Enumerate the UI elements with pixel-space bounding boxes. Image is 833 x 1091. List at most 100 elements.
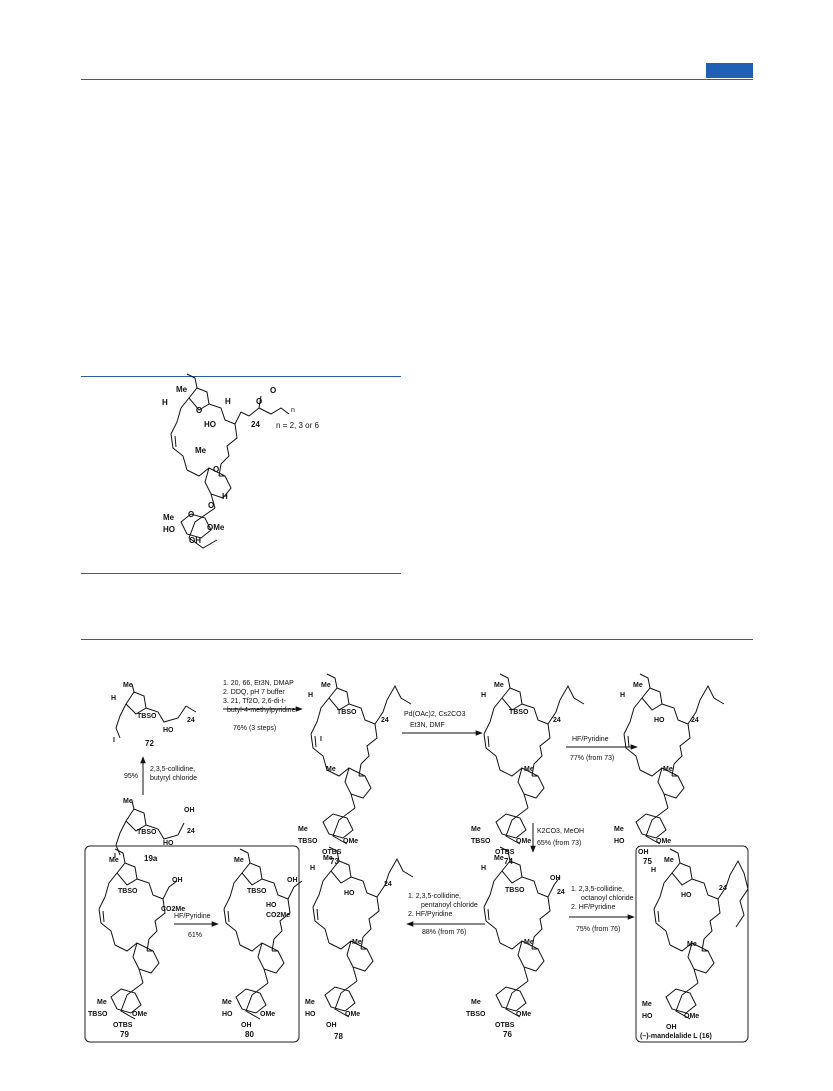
s78-ho2: HO — [305, 1011, 316, 1018]
fa-ho: HO — [204, 420, 216, 429]
s76-ome: OMe — [516, 1011, 531, 1018]
s16-c24: 24 — [719, 885, 727, 892]
s79-otbs: OTBS — [113, 1022, 133, 1029]
s76-me: Me — [494, 855, 504, 862]
s16-oh: OH — [666, 1024, 677, 1031]
a4-line1: 2,3,5-collidine, — [150, 766, 195, 773]
a6-line2: pentanoyl chloride — [421, 902, 478, 909]
s73-c24: 24 — [381, 717, 389, 724]
a6-line3: 2. HF/Pyridine — [408, 911, 452, 918]
s72-ho: HO — [163, 727, 174, 734]
a7-line1: 1. 2,3,5-collidine, — [571, 886, 624, 893]
header-rule — [81, 79, 753, 80]
a1-line1: 1. 20, 66, Et3N, DMAP — [223, 680, 294, 687]
compound-79-label: 79 — [120, 1030, 129, 1039]
s78-me3: Me — [305, 999, 315, 1006]
a3-line1: HF/Pyridine — [572, 736, 609, 743]
s80-me2: Me — [222, 999, 232, 1006]
compound-78-label: 78 — [334, 1032, 343, 1041]
fa-oh: OH — [189, 536, 201, 545]
s74-ome: OMe — [516, 838, 531, 845]
a6-yield: 88% (from 76) — [422, 929, 466, 936]
compound-80-label: 80 — [245, 1030, 254, 1039]
a6-line1: 1. 2,3,5-collidine, — [408, 893, 461, 900]
s74-me2: Me — [524, 766, 534, 773]
box-79-80 — [84, 845, 300, 1043]
s19a-oh: OH — [184, 807, 195, 814]
s19a-i: I — [114, 853, 116, 860]
box-16 — [635, 845, 749, 1043]
figure-top-rule — [81, 376, 401, 377]
s74-tbso2: TBSO — [471, 838, 491, 845]
fa-n-sub: n — [291, 407, 295, 414]
a2-line2: Et3N, DMF — [410, 722, 445, 729]
s19a-ho: HO — [163, 840, 174, 847]
structure-78 — [312, 846, 414, 1018]
s75-me2: Me — [663, 766, 673, 773]
s78-oh: OH — [326, 1022, 337, 1029]
fa-h-pyran: H — [222, 492, 228, 501]
s80-ho: HO — [266, 902, 277, 909]
s76-oh: OH — [550, 875, 561, 882]
s75-ho2: HO — [614, 838, 625, 845]
page-tab — [706, 63, 753, 78]
a5-line2: 65% (from 73) — [537, 840, 581, 847]
fa-o-ring: O — [196, 406, 202, 415]
fa-ester-c: O — [270, 386, 276, 395]
s73-tbso2: TBSO — [298, 838, 318, 845]
a1-line3: 3. 21, Tf2O, 2,6-di-t- — [223, 698, 287, 705]
s79-co2me: CO2Me — [161, 906, 185, 913]
s73-ome: OMe — [343, 838, 358, 845]
a8-line1: HF/Pyridine — [174, 913, 211, 920]
s72-tbso: TBSO — [137, 713, 157, 720]
compound-72-label: 72 — [145, 739, 154, 748]
s79-tbso2: TBSO — [88, 1011, 108, 1018]
s76-tbso: TBSO — [505, 887, 525, 894]
s74-h: H — [481, 692, 486, 699]
fa-note: n = 2, 3 or 6 — [276, 421, 319, 430]
s79-tbso: TBSO — [118, 888, 138, 895]
structure-73 — [310, 673, 412, 845]
s72-i: I — [113, 737, 115, 744]
fa-me-sugar: Me — [163, 513, 175, 522]
s76-me2: Me — [524, 939, 534, 946]
s72-h: H — [111, 695, 116, 702]
structure-75 — [623, 673, 725, 845]
a2-line1: Pd(OAc)2, Cs2CO3 — [404, 711, 466, 718]
figure-a-structure — [170, 373, 290, 549]
s72-me: Me — [123, 682, 133, 689]
s74-tbso: TBSO — [509, 709, 529, 716]
s73-me2: Me — [326, 766, 336, 773]
compound-74-label: 74 — [504, 857, 513, 866]
structure-16 — [653, 848, 749, 1020]
a8-yield: 61% — [188, 932, 202, 939]
s16-me3: Me — [642, 1001, 652, 1008]
compound-19a-label: 19a — [144, 854, 158, 863]
fa-ho-sugar: HO — [163, 525, 175, 534]
s75-ho: HO — [654, 717, 665, 724]
s76-c24: 24 — [557, 889, 565, 896]
s75-oh: OH — [638, 849, 649, 856]
compound-75-label: 75 — [643, 857, 652, 866]
a3-yield: 77% (from 73) — [570, 755, 614, 762]
s75-me: Me — [633, 682, 643, 689]
s75-h: H — [620, 692, 625, 699]
s74-me3: Me — [471, 826, 481, 833]
compound-73-label: 73 — [330, 857, 339, 866]
s80-tbso: TBSO — [247, 888, 267, 895]
fa-ester-o: O — [256, 397, 262, 406]
fa-o-pyran: O — [213, 465, 219, 474]
s72-c24: 24 — [187, 717, 195, 724]
figure-bottom-rule — [81, 573, 401, 574]
s74-c24: 24 — [553, 717, 561, 724]
structure-19a — [115, 800, 185, 856]
s75-ome: OMe — [656, 838, 671, 845]
s16-ho2: HO — [642, 1013, 653, 1020]
s16-ome: OMe — [684, 1013, 699, 1020]
fa-o-sugar: O — [188, 510, 194, 519]
s76-me3: Me — [471, 999, 481, 1006]
s79-oh: OH — [172, 877, 183, 884]
s78-me2: Me — [352, 939, 362, 946]
s76-h: H — [481, 865, 486, 872]
structure-80 — [223, 848, 303, 1020]
